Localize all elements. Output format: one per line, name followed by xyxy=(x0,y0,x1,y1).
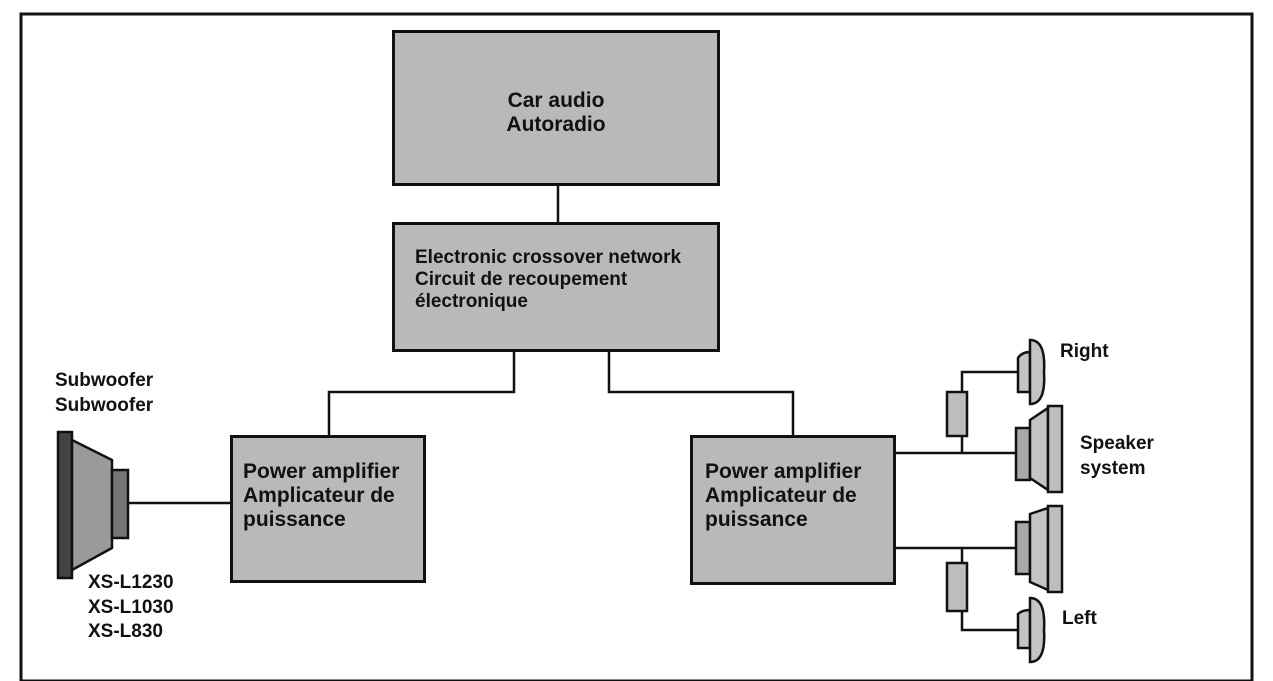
connector-crossover-to-amp-left xyxy=(327,352,516,435)
speaker-system-lower-icon xyxy=(1014,504,1064,594)
right-tweeter-icon xyxy=(1016,338,1046,406)
connector-lines xyxy=(128,186,1018,632)
crossover-label-fr-1: Circuit de recoupement xyxy=(415,268,628,290)
connector-left-tweeter xyxy=(960,548,1018,632)
amplifier-left-label-fr-2: puissance xyxy=(243,508,346,532)
speaker-system-label-line1: Speaker xyxy=(1080,433,1154,454)
crossover-box: Electronic crossover network Circuit de … xyxy=(392,222,720,352)
connector-crossover-to-amp-right xyxy=(607,352,795,435)
car-audio-label-en: Car audio xyxy=(507,89,605,112)
speaker-system-label-line2: system xyxy=(1080,457,1146,479)
model-number: XS-L1030 xyxy=(88,596,174,618)
car-audio-box: Car audio Autoradio xyxy=(392,30,720,186)
connector-right-tweeter xyxy=(960,370,1018,453)
amplifier-right-label-fr-1: Amplicateur de xyxy=(705,484,857,508)
diagram-frame xyxy=(19,12,1254,681)
amplifier-left-label-fr-1: Amplicateur de xyxy=(243,484,395,508)
subwoofer-label-fr: Subwoofer xyxy=(55,394,154,416)
amplifier-right-label-en: Power amplifier xyxy=(705,460,862,483)
filter-capacitor-left xyxy=(945,561,969,613)
amplifier-right-box: Power amplifier Amplicateur de puissance xyxy=(690,435,896,585)
speaker-system-upper-icon xyxy=(1014,404,1064,494)
car-audio-label-fr: Autoradio xyxy=(506,113,606,137)
amplifier-left-label-en: Power amplifier xyxy=(243,460,400,483)
subwoofer-label: Subwoofer Subwoofer xyxy=(55,369,153,418)
subwoofer-label-en: Subwoofer xyxy=(55,370,154,391)
model-number: XS-L1230 xyxy=(88,572,174,593)
crossover-label-en: Electronic crossover network xyxy=(415,247,682,268)
subwoofer-models: XS-L1230 XS-L1030 XS-L830 xyxy=(88,571,174,645)
left-speaker-label: Left xyxy=(1062,608,1097,629)
crossover-label-fr-2: électronique xyxy=(415,290,528,312)
speaker-system-label: Speaker system xyxy=(1080,432,1154,481)
model-number: XS-L830 xyxy=(88,621,163,643)
left-tweeter-icon xyxy=(1016,596,1046,664)
amplifier-left-box: Power amplifier Amplicateur de puissance xyxy=(230,435,426,583)
amplifier-right-label-fr-2: puissance xyxy=(705,508,808,532)
filter-capacitor-right xyxy=(945,390,969,438)
subwoofer-icon xyxy=(56,430,130,580)
right-speaker-label: Right xyxy=(1060,341,1109,362)
